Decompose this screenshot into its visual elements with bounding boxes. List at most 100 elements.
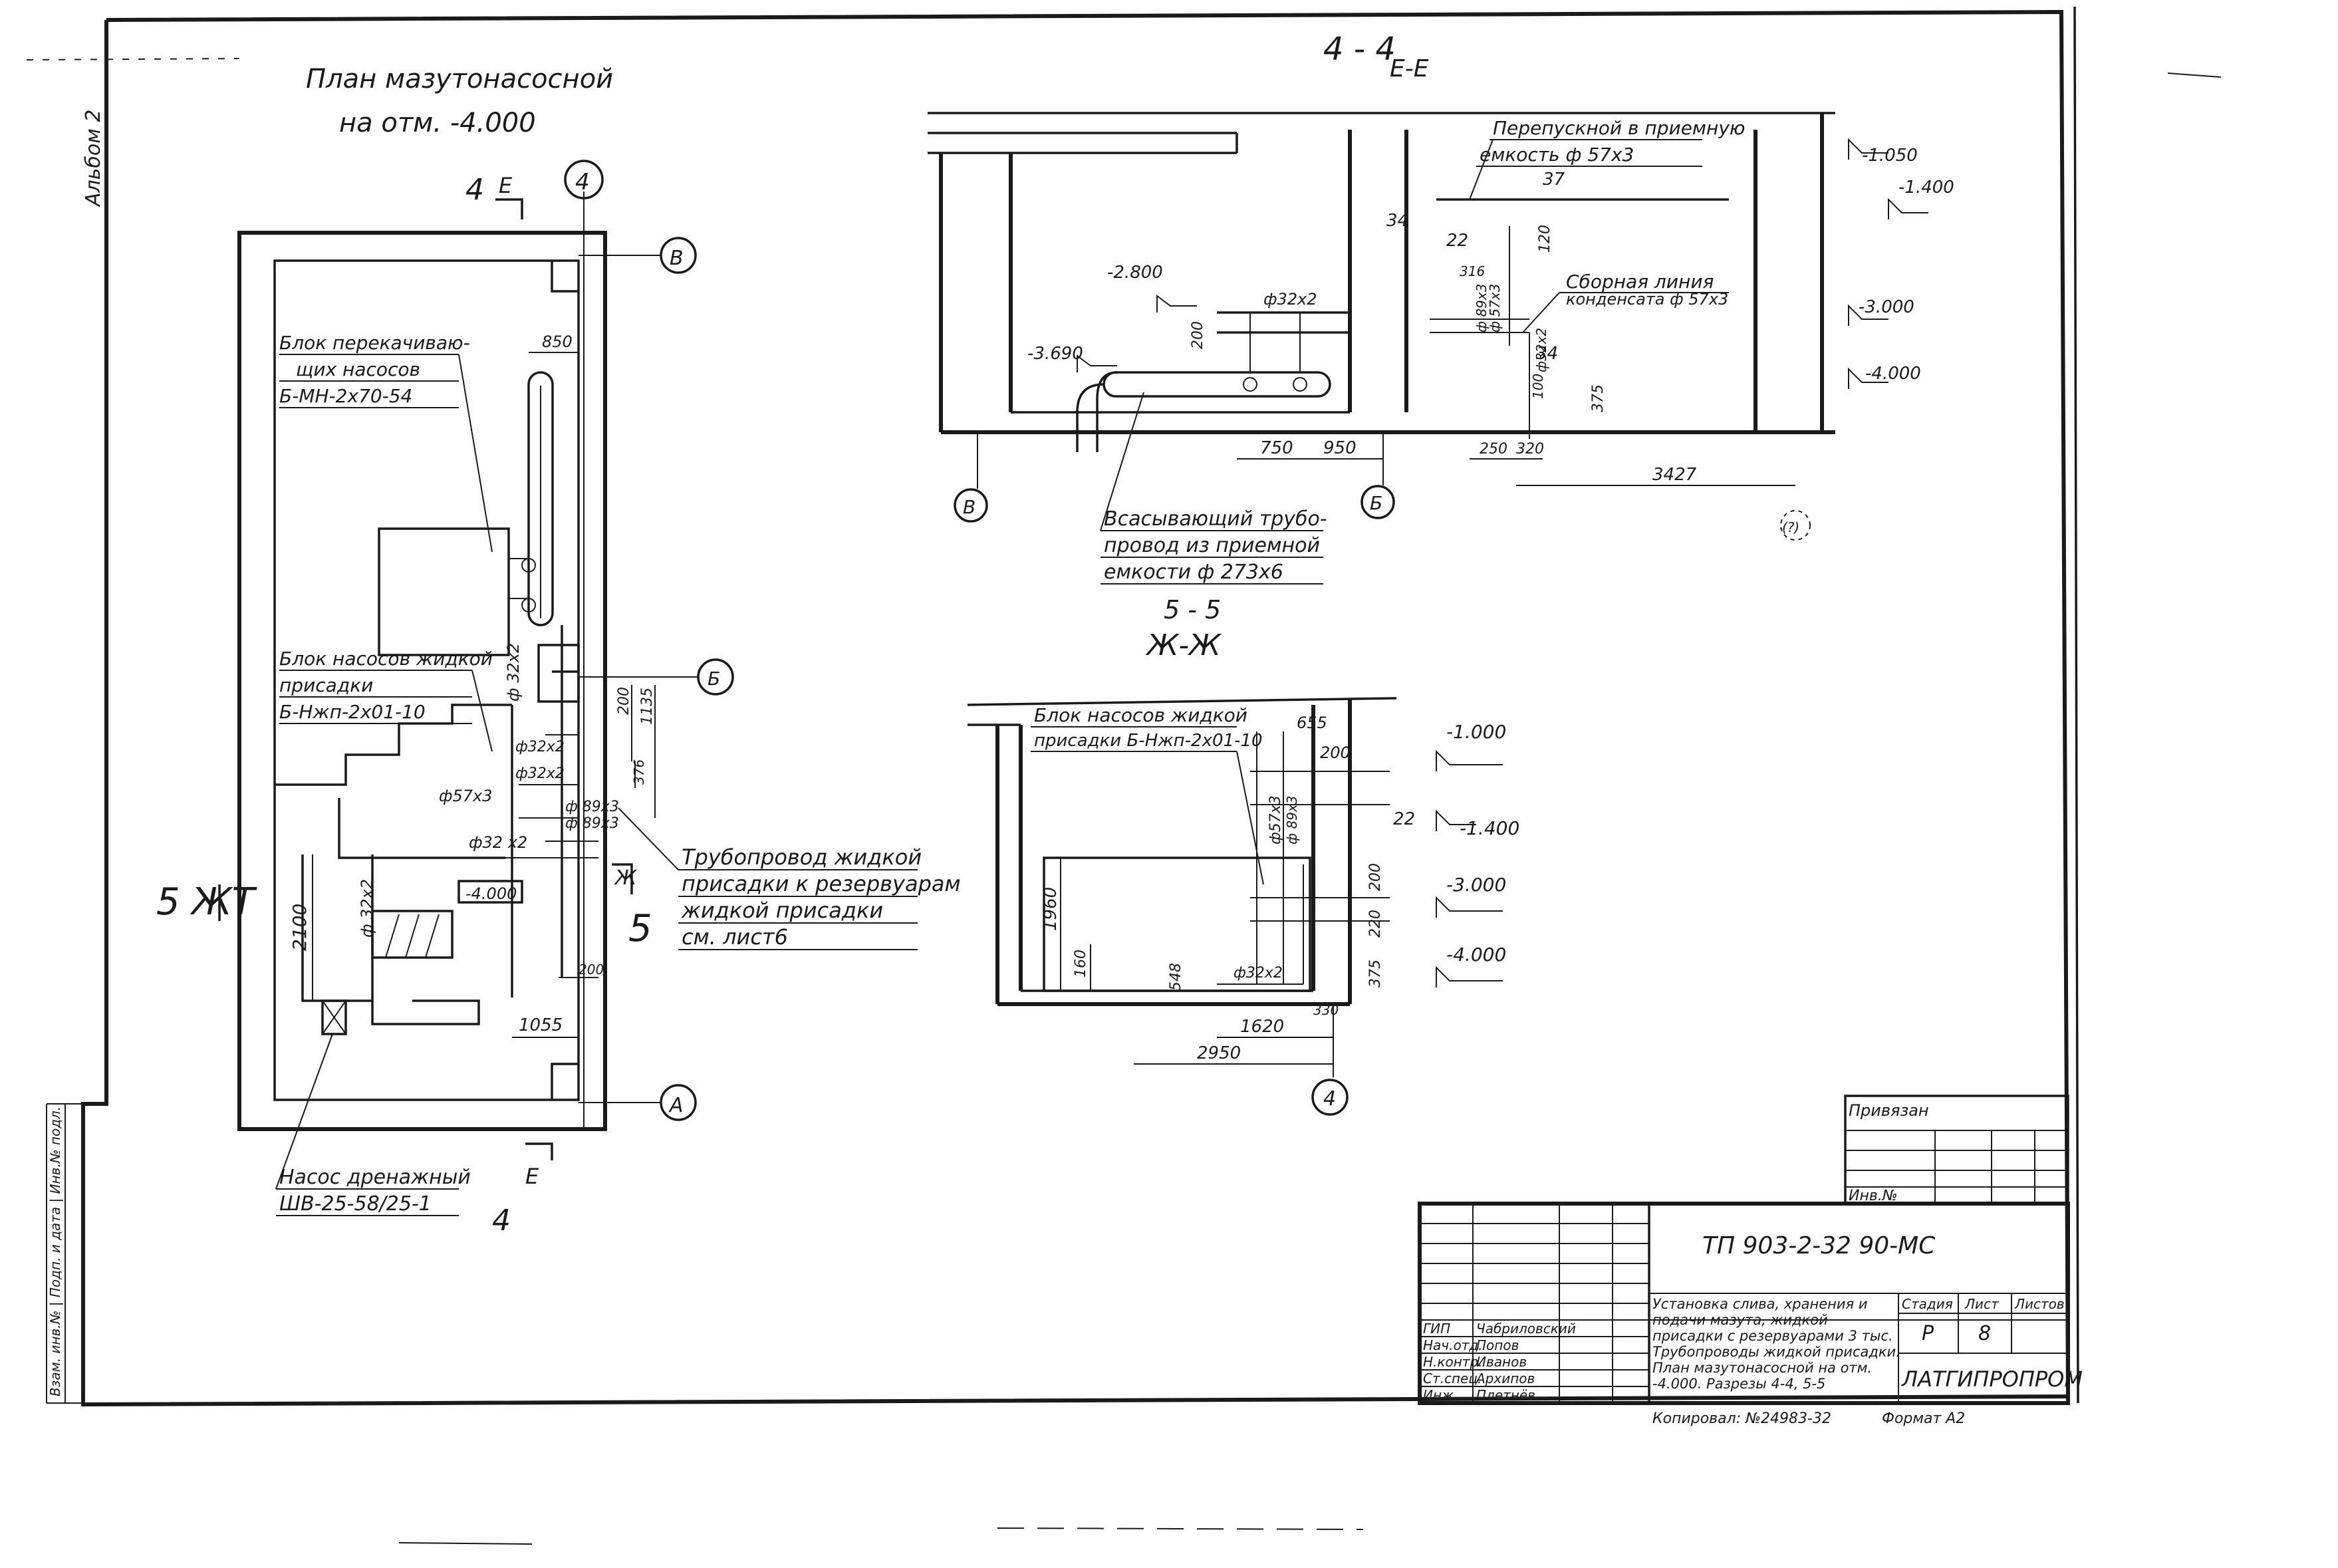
tb-name-3: Иванов bbox=[1476, 1354, 1527, 1370]
tb-role-2: Нач.отд. bbox=[1423, 1337, 1483, 1353]
plan-level-tag: -4.000 bbox=[465, 884, 517, 903]
zz-dim-220: 220 bbox=[1367, 910, 1384, 938]
plan-dim-200b: 200 bbox=[579, 962, 604, 978]
plan-pipe-57: ф57х3 bbox=[439, 787, 493, 805]
ee-pipe-57: ф 57х3 bbox=[1487, 284, 1503, 332]
zz-label-block-2: присадки Б-Нжп-2х01-10 bbox=[1034, 731, 1263, 751]
zz-dim-200b: 200 bbox=[1367, 863, 1384, 891]
plan-side-mark-right-letter: Ж bbox=[614, 866, 638, 890]
side-stamp-text: Взам. инв.№ | Подп. и дата | Инв.№ подл. bbox=[47, 1107, 63, 1396]
zz-axis-4: 4 bbox=[1323, 1087, 1336, 1111]
plan-pipe-32a: ф32х2 bbox=[515, 739, 565, 755]
tb-sheet: 8 bbox=[1978, 1322, 1991, 1345]
tb-desc-3: присадки с резервуарами 3 тыс. bbox=[1652, 1328, 1893, 1344]
ee-label-collector-1: Сборная линия bbox=[1566, 271, 1714, 293]
zz-label-block-1: Блок насосов жидкой bbox=[1034, 704, 1247, 726]
tb-name-4: Архипов bbox=[1475, 1371, 1535, 1386]
plan-dim-1135: 1135 bbox=[639, 688, 656, 725]
tb-desc-1: Установка слива, хранения и bbox=[1652, 1296, 1867, 1312]
ee-axis-unk: (?) bbox=[1782, 519, 1799, 535]
tb-desc-2: подачи мазута, жидкой bbox=[1652, 1312, 1828, 1328]
plan-side-mark-left: 5 ЖТ bbox=[156, 880, 257, 924]
zz-title-letter: Ж-Ж bbox=[1145, 628, 1222, 662]
section-ee: 4 - 4 Е-Е В bbox=[928, 31, 1954, 585]
plan-dim-200a: 200 bbox=[616, 687, 632, 715]
tb-role-5: Инж. bbox=[1423, 1387, 1458, 1403]
zz-title-num: 5 - 5 bbox=[1164, 595, 1221, 624]
plan-axis-A: А bbox=[668, 1094, 684, 1117]
ee-level-4000: -4.000 bbox=[1865, 364, 1921, 384]
plan-dim-1055: 1055 bbox=[519, 1015, 563, 1035]
tb-role-1: ГИП bbox=[1423, 1321, 1450, 1337]
plan-label-additive-3: Б-Нжп-2х01-10 bbox=[279, 701, 426, 723]
plan-label-additive-2: присадки bbox=[279, 674, 373, 696]
zz-dim-22: 22 bbox=[1393, 809, 1415, 829]
ee-dim-316: 316 bbox=[1460, 263, 1485, 279]
plan-dim-850: 850 bbox=[542, 332, 573, 351]
tb-col-sheet: Лист bbox=[1964, 1296, 2000, 1312]
ee-pipe-89: ф 89х3 bbox=[1474, 284, 1490, 332]
plan-section-mark-top: 4 bbox=[465, 173, 484, 207]
tb-format: Формат А2 bbox=[1882, 1410, 1965, 1427]
plan-label-pipeline-4: см. лист6 bbox=[682, 924, 788, 950]
tb-desc-6: -4.000. Разрезы 4-4, 5-5 bbox=[1652, 1376, 1825, 1392]
plan-label-pipeline-2: присадки к резервуарам bbox=[682, 871, 961, 896]
ee-label-suction-2: провод из приемной bbox=[1104, 534, 1320, 557]
plan-section-letter-top: Е bbox=[499, 173, 513, 198]
ee-dim-375: 375 bbox=[1590, 384, 1607, 412]
tb-name-1: Чабриловский bbox=[1476, 1321, 1576, 1337]
tb-col-sheets: Листов bbox=[2014, 1296, 2065, 1312]
ee-dim-950: 950 bbox=[1323, 438, 1357, 458]
ee-dim-750: 750 bbox=[1260, 438, 1293, 458]
album-label: Альбом 2 bbox=[82, 110, 105, 208]
ee-dim-250: 250 bbox=[1480, 441, 1507, 457]
zz-dim-330: 330 bbox=[1313, 1002, 1339, 1018]
ee-dim-200: 200 bbox=[1190, 321, 1206, 349]
plan-section-letter-bottom: Е bbox=[525, 1164, 539, 1189]
zz-pipe-57: ф57х3 bbox=[1267, 795, 1284, 845]
zz-dim-375: 375 bbox=[1367, 960, 1384, 987]
plan-section-mark-bottom: 4 bbox=[492, 1204, 511, 1238]
ee-pipe-32b: ф32х2 bbox=[1533, 328, 1549, 372]
plan-title-line1: План мазутонасосной bbox=[306, 64, 613, 94]
ee-title-letter: Е-Е bbox=[1390, 55, 1429, 82]
ee-dim-120: 120 bbox=[1537, 225, 1553, 253]
tb-name-5: Плетнёв bbox=[1476, 1387, 1535, 1403]
zz-dim-160: 160 bbox=[1073, 950, 1089, 978]
plan-pipe-32-vertical: ф 32х2 bbox=[504, 643, 523, 702]
ee-dim-37: 37 bbox=[1543, 170, 1565, 190]
zz-dim-1620: 1620 bbox=[1240, 1017, 1284, 1037]
tb-desc-5: План мазутонасосной на отм. bbox=[1652, 1360, 1872, 1376]
tb-org: ЛАТГИПРОПРОМ bbox=[1901, 1367, 2083, 1392]
ee-axis-V: В bbox=[963, 496, 975, 518]
ee-dim-100: 100 bbox=[1530, 374, 1546, 399]
plan-pipe-89b: ф 89х3 bbox=[565, 815, 619, 832]
plan-label-pump-1: Блок перекачиваю- bbox=[279, 332, 470, 354]
ee-dim-22: 22 bbox=[1446, 231, 1468, 251]
zz-dim-655: 655 bbox=[1297, 714, 1327, 732]
ee-level-3690: -3.690 bbox=[1027, 344, 1083, 364]
ee-dim-320: 320 bbox=[1516, 441, 1544, 457]
plan-title-line2: на отм. -4.000 bbox=[339, 108, 536, 138]
plan-label-drain-1: Насос дренажный bbox=[279, 1166, 471, 1189]
ee-title-num: 4 - 4 bbox=[1323, 31, 1396, 68]
tb-privyazan: Привязан bbox=[1849, 1101, 1929, 1120]
zz-level-marks: -1.000 -1.400 -3.000 -4.000 bbox=[1436, 721, 1519, 987]
zz-pipe-89: ф 89х3 bbox=[1284, 796, 1300, 845]
ee-level-3000: -3.000 bbox=[1859, 297, 1914, 317]
ee-pipe-32: ф32х2 bbox=[1263, 290, 1317, 309]
plan-axis-4: 4 bbox=[575, 169, 590, 196]
tb-stage: Р bbox=[1922, 1322, 1934, 1345]
ee-level-marks: -1.050 -1.400 -2.800 -3.000 -3.690 -4.00… bbox=[1027, 138, 1954, 389]
zz-level-1400: -1.400 bbox=[1460, 817, 1519, 839]
plan-view: План мазутонасосной на отм. -4.000 4 Е 4… bbox=[156, 64, 961, 1238]
ee-level-1400: -1.400 bbox=[1898, 178, 1954, 197]
plan-pipe-32c: ф32 х2 bbox=[469, 833, 527, 852]
plan-label-pipeline-1: Трубопровод жидкой bbox=[682, 845, 922, 870]
ee-dim-34a: 34 bbox=[1386, 211, 1408, 231]
section-zz: 5 - 5 Ж-Ж 4 -1.000 -1.400 -3.000 bbox=[967, 595, 1519, 1116]
plan-dim-376: 376 bbox=[631, 759, 647, 785]
ee-level-1050: -1.050 bbox=[1862, 146, 1918, 166]
plan-pipe-32b: ф32х2 bbox=[515, 765, 565, 782]
ee-dim-3427: 3427 bbox=[1652, 465, 1697, 485]
